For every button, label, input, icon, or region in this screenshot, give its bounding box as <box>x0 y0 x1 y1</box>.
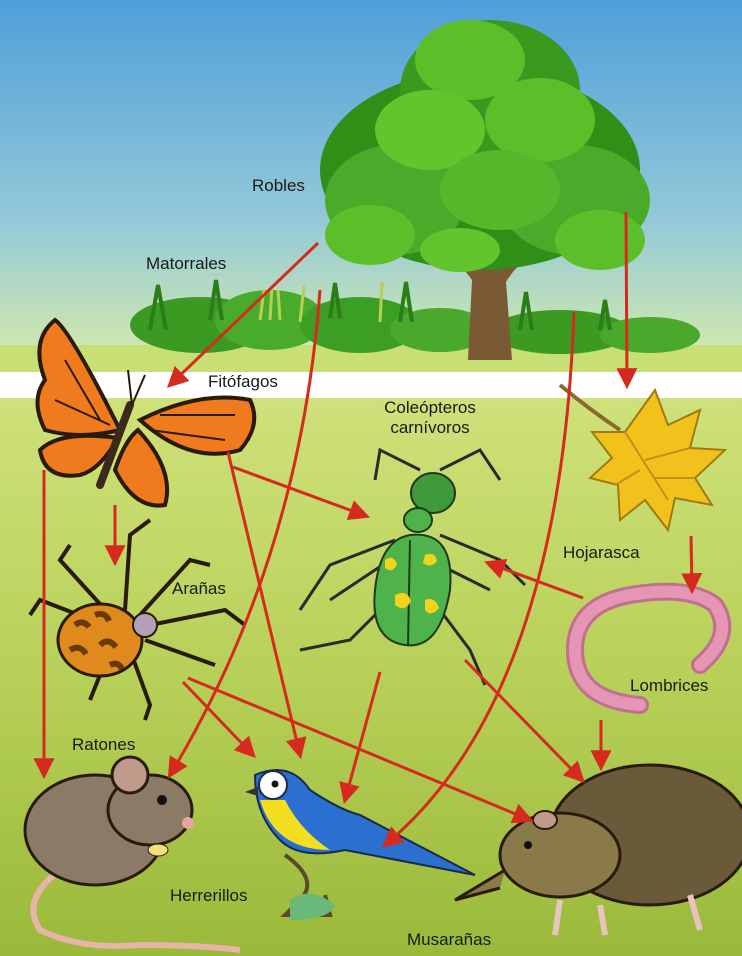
arrow-robles-hojarasca <box>626 212 627 385</box>
label-musaranas: Musarañas <box>407 930 491 950</box>
label-coleopteros-line1: Coleópteros <box>370 398 490 418</box>
label-coleopteros: Coleópteros carnívoros <box>370 398 490 438</box>
label-ratones: Ratones <box>72 735 135 755</box>
label-fitofagos: Fitófagos <box>208 372 278 392</box>
label-lombrices: Lombrices <box>630 676 708 696</box>
label-matorrales: Matorrales <box>146 254 226 274</box>
label-herrerillos: Herrerillos <box>170 886 247 906</box>
label-aranas: Arañas <box>172 579 226 599</box>
label-robles: Robles <box>252 176 305 196</box>
label-coleopteros-line2: carnívoros <box>370 418 490 438</box>
ground-separator <box>0 372 742 400</box>
arrow-hojarasca-lombrices <box>691 536 692 590</box>
label-hojarasca: Hojarasca <box>563 543 640 563</box>
